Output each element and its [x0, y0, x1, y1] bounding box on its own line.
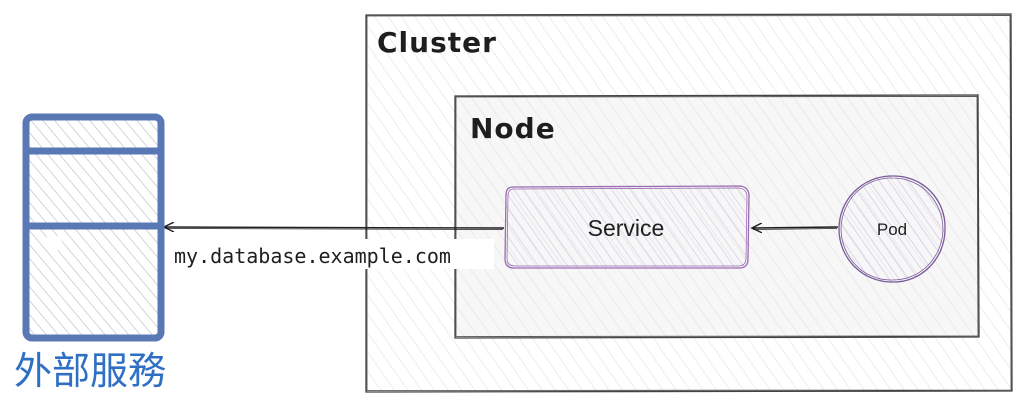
service-box: [504, 185, 750, 269]
dns-name-label: my.database.example.com: [174, 244, 451, 268]
node-label: Node: [470, 112, 556, 145]
service-label: Service: [588, 215, 665, 241]
external-service-label: 外部服務: [14, 349, 166, 393]
server-icon: [22, 113, 165, 342]
pod-to-service-arrow: [752, 227, 839, 230]
pod-label: Pod: [877, 220, 907, 239]
cluster-label: Cluster: [377, 26, 497, 59]
service-to-external-arrow: [164, 227, 505, 230]
dns-label-background: [172, 239, 494, 269]
pod-circle: [838, 175, 946, 283]
